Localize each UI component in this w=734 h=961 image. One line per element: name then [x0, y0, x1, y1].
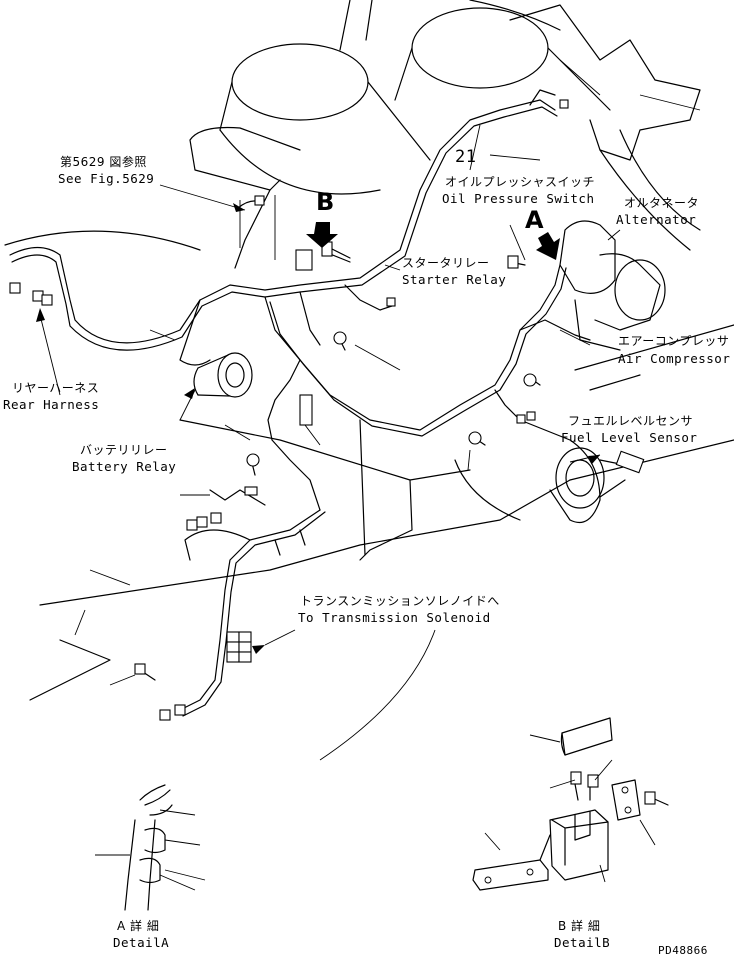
starter-relay-en: Starter Relay	[402, 272, 507, 287]
rear-harness-en: Rear Harness	[3, 397, 100, 412]
transmission-solenoid-en: To Transmission Solenoid	[298, 610, 491, 625]
oil-pressure-switch-en: Oil Pressure Switch	[442, 191, 595, 206]
battery-relay-en: Battery Relay	[72, 459, 177, 474]
leader-arrow	[233, 203, 245, 212]
fuel-level-sensor-en: Fuel Level Sensor	[561, 430, 698, 445]
frame-outline	[4, 230, 734, 701]
detail-a-drawing	[95, 784, 206, 911]
harness-wires	[9, 89, 601, 717]
air-compressor-en: Air Compressor	[618, 351, 731, 366]
alternator-jp: オルタネータ	[624, 196, 700, 210]
oil-pressure-switch-jp: オイルプレッシャスイッチ	[445, 175, 596, 189]
connectors	[9, 99, 569, 721]
figure-ref-jp: 第5629 図参照	[60, 155, 147, 169]
rear-harness-jp: リヤーハーネス	[12, 381, 100, 395]
battery-relay-drawing	[193, 352, 253, 398]
alternator-drawing	[559, 220, 666, 351]
fuel-level-sensor-jp: フュエルレベルセンサ	[568, 414, 694, 428]
bolts	[134, 241, 541, 681]
detail-b-drawing	[472, 717, 669, 891]
drawing-number: PD48866	[658, 944, 708, 957]
transmission-solenoid-jp: トランスンミッションソレノイドへ	[300, 594, 500, 608]
fuel-level-sensor-drawing	[555, 447, 645, 509]
air-compressor-jp: エアーコンプレッサ	[618, 334, 730, 348]
leader-arrow	[184, 388, 195, 399]
starter-relay-jp: スタータリレー	[402, 256, 490, 270]
air-cleaner-drawing	[189, 0, 701, 251]
detail-b-en: DetailB	[554, 935, 611, 950]
leader-arrow	[36, 308, 45, 322]
detail-a-jp: A 詳 細	[117, 919, 160, 933]
view-arrow-b	[306, 222, 338, 248]
alternator-en: Alternator	[616, 212, 697, 227]
callout-number: 21	[455, 147, 477, 167]
detail-a-en: DetailA	[113, 935, 170, 950]
detail-b-jp: B 詳 細	[558, 919, 601, 933]
leader-arrow	[252, 645, 265, 654]
view-arrow-a	[536, 232, 560, 260]
view-marker-b: B	[316, 188, 335, 216]
battery-relay-jp: バッテリリレー	[80, 443, 168, 457]
figure-ref-en: See Fig.5629	[58, 171, 155, 186]
leader-arrow	[588, 455, 600, 464]
view-marker-a: A	[525, 206, 545, 234]
